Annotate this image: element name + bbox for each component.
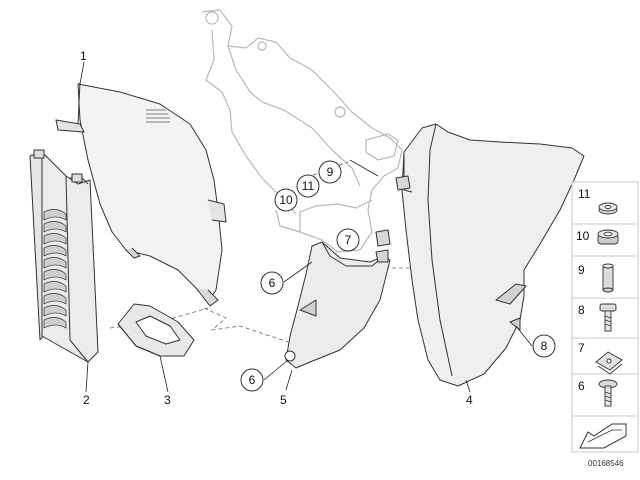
svg-text:10: 10 <box>576 229 590 243</box>
leader-lines <box>79 61 533 393</box>
svg-text:7: 7 <box>345 233 352 247</box>
circled-callout-9: 9 <box>318 160 342 184</box>
legend-row-7: 7 <box>578 341 623 375</box>
callout-5: 5 <box>280 393 287 407</box>
legend-row-9: 9 <box>578 263 614 293</box>
callout-2: 2 <box>83 393 90 407</box>
svg-text:11: 11 <box>578 187 591 201</box>
frame-outline <box>201 9 403 253</box>
circled-callout-7: 7 <box>336 228 360 252</box>
svg-text:6: 6 <box>269 276 276 290</box>
part-4-side-panel <box>375 123 585 387</box>
legend-row-6: 6 <box>578 379 618 407</box>
svg-text:8: 8 <box>578 303 585 317</box>
svg-text:10: 10 <box>279 193 293 207</box>
part-1-plate <box>55 81 227 307</box>
sleeve-icon <box>602 263 614 293</box>
svg-text:9: 9 <box>327 165 334 179</box>
direction-arrow-icon <box>579 423 627 449</box>
circled-callout-11: 11 <box>296 174 320 198</box>
washer-icon <box>598 202 618 215</box>
torx-screw-icon <box>598 379 618 407</box>
svg-text:9: 9 <box>578 263 585 277</box>
rubber-grommet-icon <box>597 229 619 245</box>
callout-1: 1 <box>80 49 87 63</box>
diagram-reference-number: 00168546 <box>588 459 624 468</box>
circled-callout-10: 10 <box>274 188 298 212</box>
clip-nut-icon <box>595 351 623 375</box>
fastener-legend: 11 10 9 8 <box>571 181 639 453</box>
legend-row-10: 10 <box>576 229 619 245</box>
svg-text:8: 8 <box>541 339 548 353</box>
svg-text:7: 7 <box>578 341 585 355</box>
svg-text:6: 6 <box>578 379 585 393</box>
legend-row-8: 8 <box>578 303 617 332</box>
callout-4: 4 <box>466 393 473 407</box>
svg-text:11: 11 <box>302 179 315 193</box>
part-3-bracket <box>117 303 195 357</box>
legend-row-11: 11 <box>578 187 618 215</box>
part-5-fairing <box>284 241 391 369</box>
circled-callout-8: 8 <box>532 334 556 358</box>
svg-text:6: 6 <box>249 373 256 387</box>
screw-icon <box>599 303 617 332</box>
callout-3: 3 <box>164 393 171 407</box>
part-2-grille <box>29 149 99 363</box>
circled-callout-6-upper: 6 <box>260 271 284 295</box>
circled-callout-6-lower: 6 <box>240 368 264 392</box>
